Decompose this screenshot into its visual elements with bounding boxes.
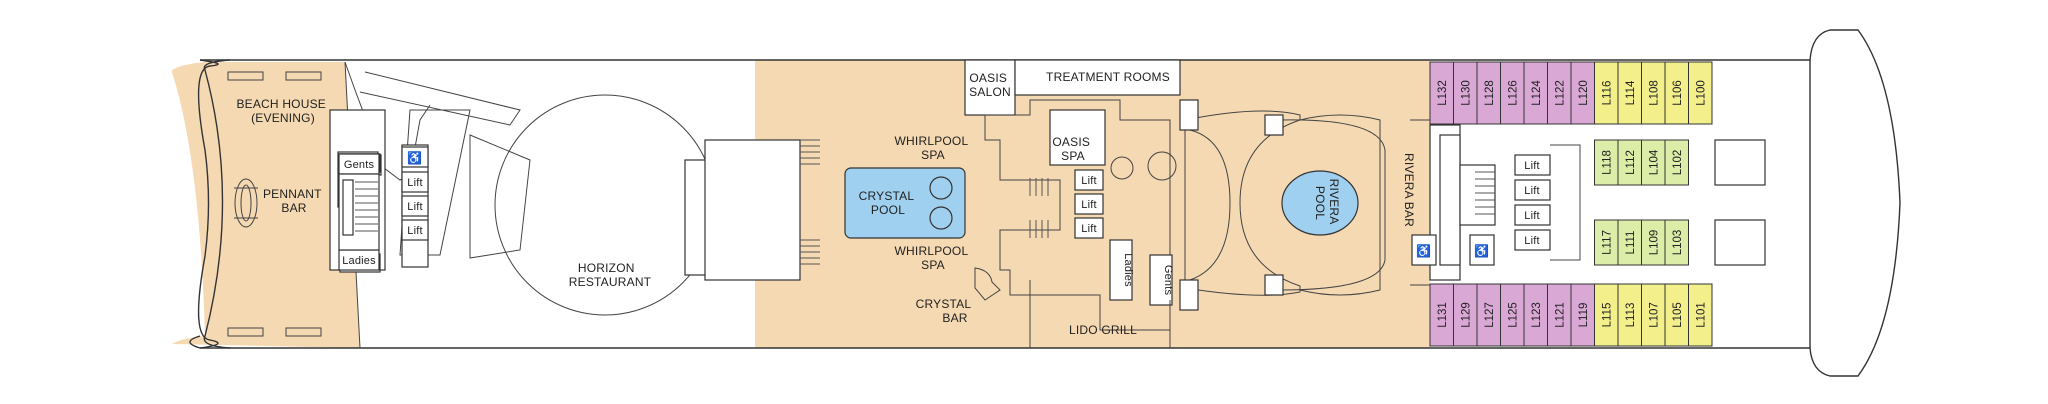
cabin-number: L103 — [1672, 230, 1684, 256]
cabin-number: L112 — [1625, 150, 1637, 175]
cabin-number: L101 — [1695, 302, 1707, 328]
gents-label: Gents — [1162, 265, 1174, 296]
lift-label: Lift — [1081, 223, 1096, 235]
cabin-number: L104 — [1648, 149, 1660, 175]
lift-label: Lift — [1081, 199, 1096, 211]
pennant-bar-icon — [234, 178, 258, 228]
cabin-number: L122 — [1554, 80, 1566, 106]
cabin-number: L131 — [1437, 302, 1449, 328]
cabin-l103 — [1664, 219, 1689, 266]
cabin-number: L118 — [1601, 150, 1613, 175]
wheelchair-icon: ♿ — [1474, 244, 1489, 258]
wheelchair-icon: ♿ — [407, 151, 422, 165]
aft-lifts: ♿ Lift Lift Lift — [401, 144, 429, 268]
spiral-stair-icon — [1110, 156, 1134, 180]
treatment-rooms-label: TREATMENT ROOMS — [1046, 70, 1170, 84]
cabin-number: L114 — [1625, 80, 1637, 105]
rivera-pool-label: RIVERA POOL — [1313, 179, 1341, 228]
crystal-bar-label: CRYSTAL BAR — [916, 297, 975, 325]
cabin-number: L108 — [1648, 80, 1660, 106]
ladies-label: Ladies — [1122, 253, 1134, 287]
rivera-pool-zone: RIVERA POOL RIVERA BAR — [1179, 99, 1416, 311]
cabin-number: L132 — [1437, 80, 1449, 106]
spiral-stair-icon — [1147, 151, 1177, 181]
cabin-number: L102 — [1672, 150, 1684, 176]
cabin-number: L123 — [1531, 302, 1543, 328]
horizon-restaurant-label: HORIZON RESTAURANT — [569, 261, 652, 289]
cabin-number: L115 — [1601, 303, 1613, 328]
cabin-block: L132 L130 L128 L126 L124 L122 L120 L116 L114 L108… — [1429, 61, 1713, 347]
whirlpool-icon — [929, 176, 953, 200]
whirlpool-icon — [929, 206, 953, 230]
whirlpool-spa-top-label: WHIRLPOOL SPA — [895, 134, 972, 162]
cabin-number: L126 — [1507, 80, 1519, 106]
cabin-number: L119 — [1578, 303, 1590, 328]
lift-label: Lift — [1524, 210, 1539, 222]
beach-house-zone: BEACH HOUSE (EVENING) PENNANT BAR — [227, 71, 329, 337]
cabin-number: L106 — [1672, 80, 1684, 106]
aft-toilets: Gents Ladies — [338, 153, 380, 271]
aft-top-steps — [227, 71, 322, 337]
crystal-pool-label: CRYSTAL POOL — [859, 189, 918, 217]
cabin-number: L113 — [1625, 303, 1637, 328]
cabin-number: L125 — [1507, 302, 1519, 328]
cabin-number: L111 — [1625, 231, 1637, 255]
cabin-l102 — [1664, 139, 1689, 186]
lido-grill-label: LIDO GRILL — [1069, 323, 1137, 337]
spa-structure: OASIS SALON TREATMENT ROOMS OASIS SPA Li… — [964, 59, 1181, 348]
beach-house-label: BEACH HOUSE (EVENING) — [236, 97, 329, 125]
cabin-number: L100 — [1695, 80, 1707, 106]
cabin-number: L117 — [1601, 230, 1613, 255]
wheelchair-icon: ♿ — [1416, 244, 1431, 258]
oasis-spa-label: OASIS SPA — [1052, 135, 1093, 163]
rivera-bar-label: RIVERA BAR — [1402, 153, 1416, 227]
lift-label: Lift — [407, 177, 422, 189]
ladies-label: Ladies — [342, 255, 376, 267]
cabin-number: L121 — [1554, 302, 1566, 328]
rivera-pool — [1281, 170, 1359, 236]
cabin-number: L130 — [1460, 80, 1472, 106]
cabin-number: L129 — [1460, 302, 1472, 328]
pennant-bar-label: PENNANT BAR — [263, 187, 325, 215]
crystal-pool-zone: CRYSTAL POOL WHIRLPOOL SPA WHIRLPOOL SPA… — [844, 134, 1001, 325]
aft-deck-area — [172, 62, 360, 348]
cabin-number: L109 — [1648, 230, 1660, 256]
cabin-l100 — [1688, 61, 1713, 125]
oasis-salon-label: OASIS SALON — [969, 71, 1011, 99]
cabin-l101 — [1688, 283, 1713, 347]
cabin-number: L107 — [1648, 302, 1660, 328]
lift-label: Lift — [407, 201, 422, 213]
cabin-number: L128 — [1484, 80, 1496, 106]
whirlpool-spa-bottom-label: WHIRLPOOL SPA — [895, 244, 972, 272]
horizon-restaurant: HORIZON RESTAURANT — [494, 94, 820, 316]
lift-label: Lift — [407, 225, 422, 237]
lift-label: Lift — [1081, 175, 1096, 187]
cabin-number: L124 — [1531, 80, 1543, 106]
cabin-number: L105 — [1672, 302, 1684, 328]
cabin-number: L116 — [1601, 81, 1613, 106]
lift-label: Lift — [1524, 160, 1539, 172]
lift-label: Lift — [1524, 235, 1539, 247]
cabin-number: L127 — [1484, 302, 1496, 328]
lift-label: Lift — [1524, 185, 1539, 197]
forward-structure: ♿ ♿ Lift Lift Lift Lift — [1410, 119, 1766, 286]
gents-label: Gents — [344, 159, 375, 171]
cabin-number: L120 — [1578, 80, 1590, 106]
